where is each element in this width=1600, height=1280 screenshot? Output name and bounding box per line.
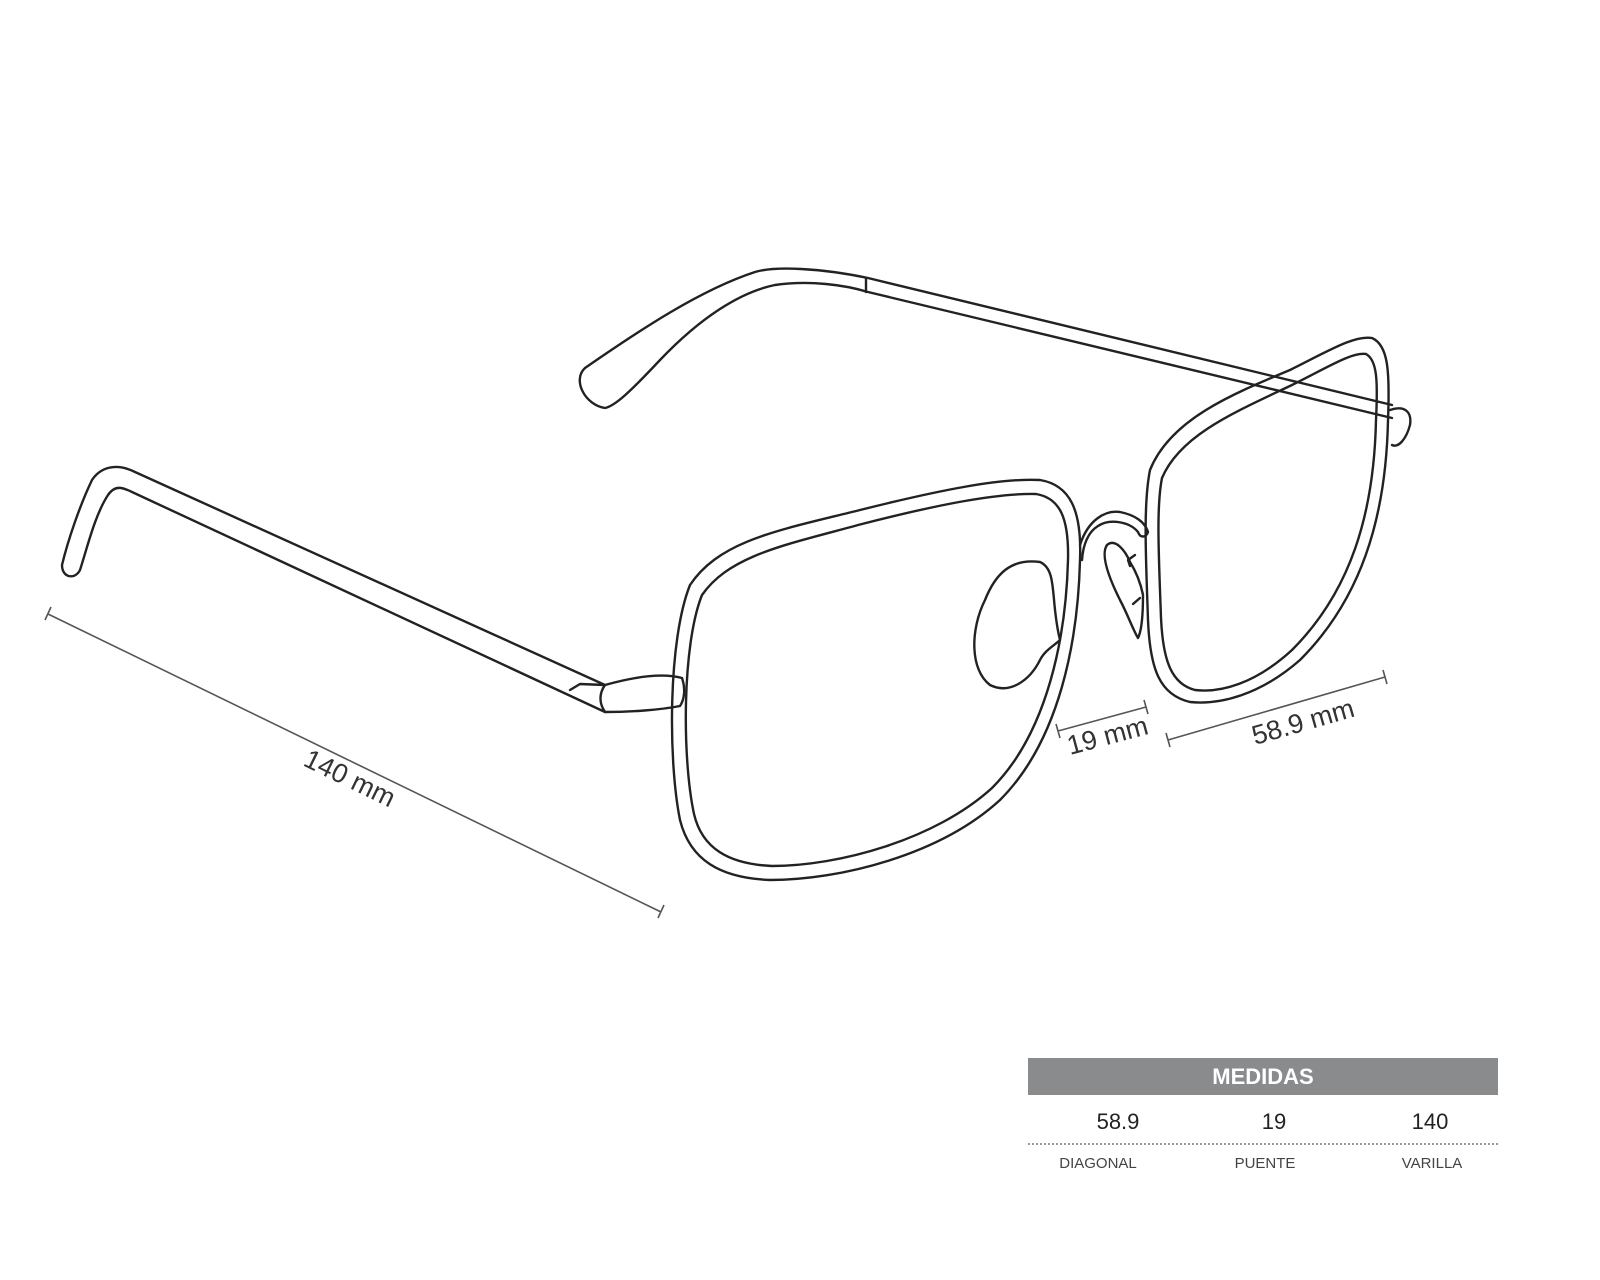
- bridge: [1078, 510, 1150, 640]
- dotted-divider: [1028, 1143, 1498, 1145]
- table-title: MEDIDAS: [1028, 1058, 1498, 1095]
- label-puente: PUENTE: [1234, 1155, 1296, 1172]
- values-row: 58.9 19 140: [1028, 1109, 1498, 1135]
- labels-row: DIAGONAL PUENTE VARILLA: [1028, 1155, 1498, 1172]
- dimension-temple: 140 mm: [44, 606, 665, 919]
- value-varilla: 140: [1411, 1109, 1449, 1134]
- measurements-table: MEDIDAS 58.9 19 140 DIAGONAL PUENTE VARI…: [1028, 1058, 1498, 1172]
- dimension-temple-label: 140 mm: [299, 743, 400, 813]
- value-puente: 19: [1261, 1109, 1287, 1134]
- dimension-lens: 58.9 mm: [1165, 669, 1388, 751]
- right-lens: [1144, 336, 1390, 704]
- left-lens: [670, 478, 1082, 882]
- label-diagonal: DIAGONAL: [1059, 1155, 1137, 1172]
- front-temple: [60, 465, 686, 714]
- label-varilla: VARILLA: [1401, 1155, 1463, 1172]
- back-temple: [578, 267, 1412, 447]
- value-diagonal: 58.9: [1096, 1109, 1140, 1134]
- dimension-bridge: 19 mm: [1055, 699, 1151, 761]
- dimension-lens-label: 58.9 mm: [1248, 693, 1357, 751]
